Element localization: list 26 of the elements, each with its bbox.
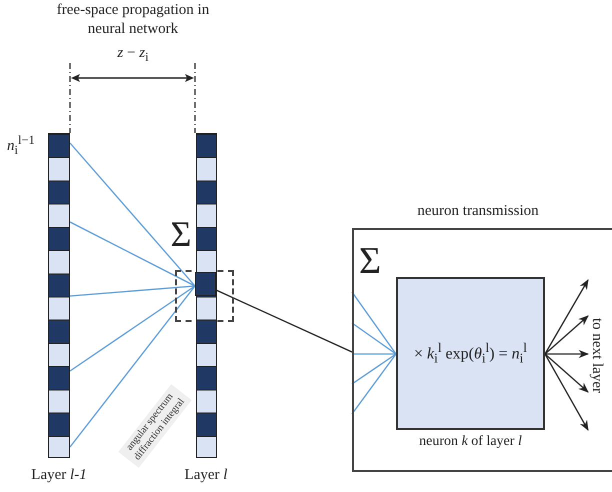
arrow [544,315,589,354]
arrow [545,350,590,358]
arrow [544,354,589,393]
sum-symbol: Σ [170,216,192,252]
connector-line [69,286,196,448]
neuron-caption: neuron k of layer l [418,434,523,450]
connector-line [352,353,396,385]
connector-line [352,322,396,355]
connector-line [351,292,397,354]
dimension-label: z − z$_{i}$ [116,46,150,64]
layer-label: Layer l [184,467,228,484]
panel-heading: neuron transmission [416,203,540,220]
connector-line [216,289,352,353]
sum-symbol: Σ [358,242,382,280]
layer-label: Layer l-1 [31,467,87,484]
neuron-cell [195,272,216,296]
output-label: to next layer [588,268,606,442]
connector-line [352,353,396,355]
connector-line [70,142,196,286]
connector-line [70,221,196,287]
arrow [544,354,589,431]
connector-line [70,285,196,297]
arrow [544,279,589,354]
connector-line [70,285,196,372]
connector-line [351,354,397,414]
diagram-title: free-space propagation in neural network [56,1,210,39]
